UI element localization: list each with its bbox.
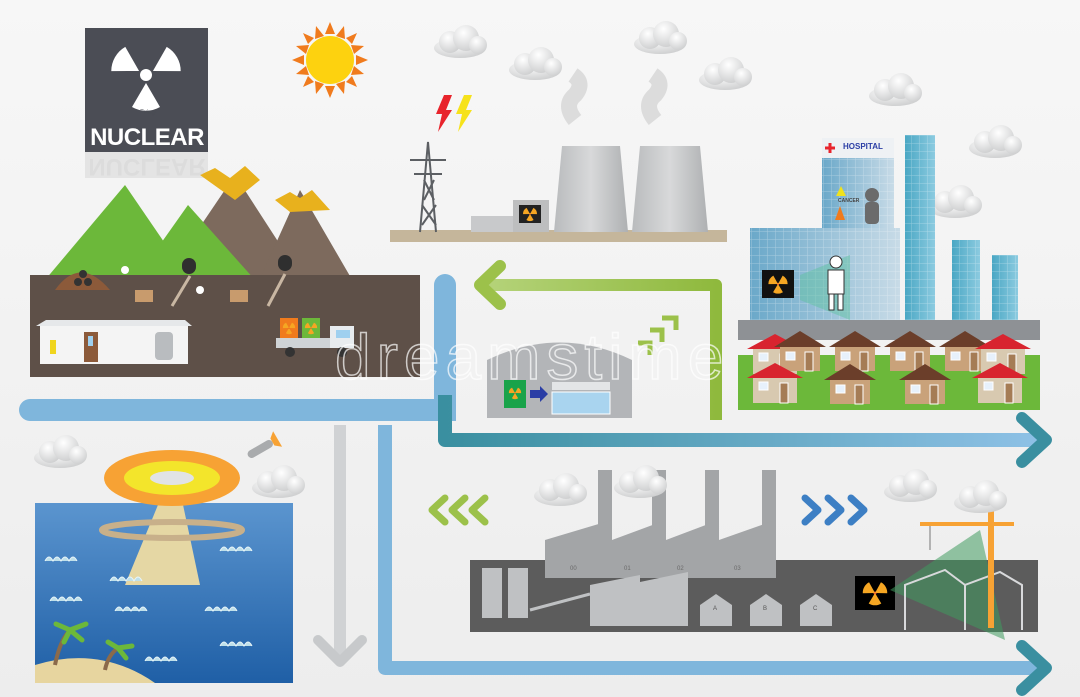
storage-facility bbox=[487, 342, 632, 418]
cooling-tower bbox=[554, 146, 628, 232]
lightning-icon bbox=[456, 95, 472, 132]
mine-cart bbox=[230, 290, 248, 302]
sun-icon bbox=[292, 22, 368, 98]
nuclear-logo bbox=[85, 28, 208, 178]
green-flow-line bbox=[485, 279, 722, 420]
factory-unit-label: 02 bbox=[677, 566, 684, 572]
cooling-tower bbox=[632, 146, 708, 232]
signal-arrows bbox=[638, 315, 679, 355]
red-cross-icon bbox=[825, 143, 835, 153]
steam bbox=[561, 68, 588, 125]
mine-tunnel bbox=[278, 255, 292, 271]
factory-unit-label: 03 bbox=[734, 566, 741, 572]
hospital-sign: HOSPITAL bbox=[843, 142, 883, 151]
mine-tunnel bbox=[182, 258, 196, 274]
nuclear-test-sea bbox=[34, 431, 305, 683]
logo-reflection: NUCLEAR bbox=[88, 153, 206, 180]
chevrons-right-icon bbox=[801, 494, 868, 526]
arrow-head bbox=[474, 260, 506, 310]
watermark: dreamstime bbox=[334, 320, 730, 394]
warehouse-label: A bbox=[713, 606, 718, 612]
uranium-mine bbox=[30, 166, 420, 377]
arrow-right-icon bbox=[530, 386, 548, 402]
crane bbox=[920, 510, 1014, 628]
arrow-head bbox=[1016, 412, 1052, 468]
miner-icon bbox=[196, 286, 204, 294]
arrow-head bbox=[1016, 640, 1052, 696]
factory-unit-label: 01 bbox=[624, 566, 631, 572]
power-plant bbox=[390, 68, 727, 242]
hospital-poster-label: CANCER bbox=[838, 198, 860, 204]
lab-building bbox=[36, 320, 192, 364]
chevrons-left-icon bbox=[428, 494, 489, 526]
miner-icon bbox=[121, 266, 129, 274]
flow-lines bbox=[19, 260, 1052, 696]
city bbox=[738, 135, 1040, 410]
waste-truck bbox=[276, 318, 354, 357]
steam bbox=[641, 68, 668, 125]
mine-cart bbox=[135, 290, 153, 302]
lightning-icon bbox=[436, 95, 452, 132]
radiation-icon bbox=[111, 46, 181, 111]
warehouse-label: B bbox=[763, 606, 768, 612]
warehouse-label: C bbox=[813, 606, 818, 612]
building-outline bbox=[904, 568, 1023, 630]
blue-flow-line bbox=[438, 395, 1040, 447]
arrow-head bbox=[313, 635, 367, 667]
beach bbox=[35, 658, 155, 683]
demolition-zone bbox=[890, 530, 1005, 640]
power-pylon bbox=[410, 141, 446, 233]
factory-unit-label: 00 bbox=[570, 566, 577, 572]
blue-flow-line bbox=[378, 425, 1040, 675]
factory bbox=[470, 465, 1038, 640]
ore-pile bbox=[55, 272, 110, 290]
missile-icon bbox=[247, 431, 283, 458]
logo-text: NUCLEAR bbox=[90, 124, 204, 151]
logo-small-text: Ξνing² bbox=[140, 110, 157, 116]
